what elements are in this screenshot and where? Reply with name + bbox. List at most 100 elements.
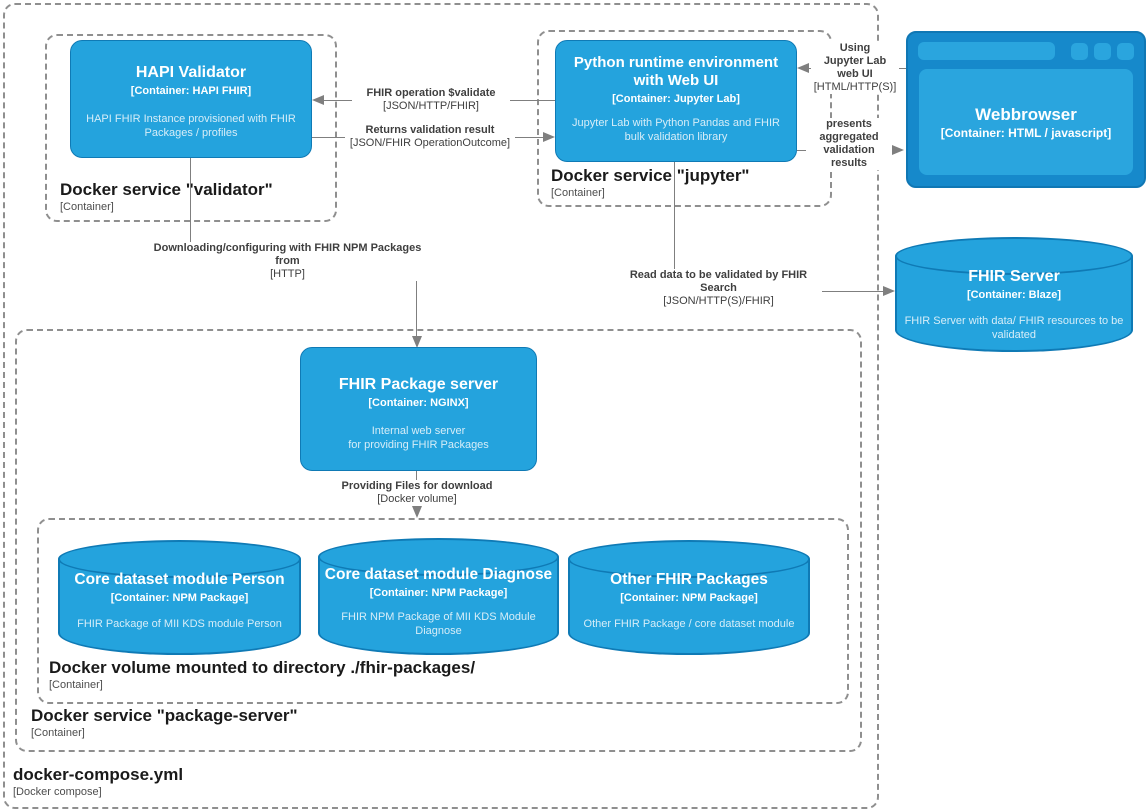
edge-label-presents: presents aggregated validation results — [806, 118, 892, 170]
edge-label-returns: Returns validation result [JSON/FHIR Ope… — [345, 124, 515, 150]
edge-read-protocol: [JSON/HTTP(S)/FHIR] — [663, 295, 774, 307]
edge-using-text-2: Jupyter Lab — [823, 55, 887, 67]
node-python-description: Jupyter Lab with Python Pandas and FHIR … — [572, 117, 780, 143]
edge-providing-protocol: [Docker volume] — [377, 493, 457, 505]
node-core-dataset-person: Core dataset module Person [Container: N… — [58, 540, 301, 655]
node-person-description: FHIR Package of MII KDS module Person — [77, 618, 282, 630]
group-docker-compose-subtitle: [Docker compose] — [13, 786, 102, 798]
group-jupyter-title: Docker service "jupyter" — [551, 166, 750, 185]
cylinder-top — [58, 540, 301, 578]
node-package-server-description: Internal web server for providing FHIR P… — [348, 425, 489, 451]
node-other-fhir-packages: Other FHIR Packages [Container: NPM Pack… — [568, 540, 810, 655]
node-other-description: Other FHIR Package / core dataset module — [583, 618, 795, 630]
edge-validate-protocol: [JSON/HTTP/FHIR] — [383, 100, 479, 112]
edge-label-using: Using Jupyter Lab web UI [HTML/HTTP(S)] — [811, 42, 899, 94]
edge-download-protocol: [HTTP] — [270, 268, 305, 280]
edge-returns-protocol: [JSON/FHIR OperationOutcome] — [349, 137, 511, 149]
group-validator-service: Docker service "validator" [Container] — [45, 34, 337, 222]
node-fhir-server-text: FHIR Server [Container: Blaze] FHIR Serv… — [899, 267, 1129, 342]
edge-presents-text-3: validation — [823, 144, 875, 156]
node-webbrowser-title: Webbrowser — [975, 104, 1077, 124]
node-diagnose-title: Core dataset module Diagnose — [324, 566, 553, 583]
cylinder-top — [318, 538, 559, 576]
node-fhir-server-description: FHIR Server with data/ FHIR resources to… — [904, 315, 1124, 341]
edge-using-arrowhead-icon — [797, 63, 809, 73]
group-docker-compose-title: docker-compose.yml — [13, 765, 184, 784]
node-hapi-subtitle: [Container: HAPI FHIR] — [130, 85, 252, 97]
group-jupyter-service: Docker service "jupyter" [Container] — [537, 30, 832, 207]
node-person-title: Core dataset module Person — [74, 571, 285, 588]
edge-read-text: Read data to be validated by FHIR Search — [629, 269, 808, 294]
browser-button-icon — [1094, 42, 1111, 60]
edge-presents-text-4: results — [830, 157, 868, 169]
group-validator-label: Docker service "validator" [Container] — [60, 180, 273, 214]
node-python-subtitle: [Container: Jupyter Lab] — [612, 93, 740, 105]
edge-returns-text: Returns validation result — [365, 124, 495, 136]
browser-content: Webbrowser [Container: HTML / javascript… — [919, 69, 1133, 175]
node-hapi-description: HAPI FHIR Instance provisioned with FHIR… — [86, 113, 296, 139]
node-hapi-validator: HAPI Validator [Container: HAPI FHIR] HA… — [70, 40, 312, 158]
edge-presents-arrowhead-icon — [892, 145, 904, 155]
node-package-server-title: FHIR Package server — [338, 376, 499, 393]
edge-providing-arrowhead-icon — [412, 506, 422, 518]
group-jupyter-label: Docker service "jupyter" [Container] — [551, 166, 750, 200]
cylinder-body — [895, 256, 1133, 352]
edge-presents-text-2: aggregated — [819, 131, 879, 143]
edge-providing-text: Providing Files for download — [341, 480, 493, 492]
group-docker-volume-label: Docker volume mounted to directory ./fhi… — [49, 658, 475, 692]
group-package-server-label: Docker service "package-server" [Contain… — [31, 706, 298, 740]
node-fhir-package-server: FHIR Package server [Container: NGINX] I… — [300, 347, 537, 471]
group-docker-compose: docker-compose.yml [Docker compose] — [3, 3, 879, 809]
node-person-subtitle: [Container: NPM Package] — [110, 592, 249, 604]
edge-download-arrowhead-icon — [412, 336, 422, 348]
node-package-server-subtitle: [Container: NGINX] — [368, 397, 469, 409]
node-other-title: Other FHIR Packages — [610, 571, 768, 588]
edge-download-line-1 — [190, 158, 191, 255]
edge-using-text-3: web UI — [837, 68, 873, 80]
cylinder-top — [895, 237, 1133, 275]
group-docker-volume-title: Docker volume mounted to directory ./fhi… — [49, 658, 476, 677]
edge-using-protocol: [HTML/HTTP(S)] — [813, 81, 897, 93]
edge-download-text: Downloading/configuring with FHIR NPM Pa… — [153, 242, 422, 267]
node-webbrowser: Webbrowser [Container: HTML / javascript… — [906, 31, 1146, 188]
edge-label-download: Downloading/configuring with FHIR NPM Pa… — [150, 242, 425, 281]
node-diagnose-subtitle: [Container: NPM Package] — [369, 587, 508, 599]
node-fhir-server-title: FHIR Server — [968, 268, 1060, 285]
edge-returns-arrowhead-icon — [543, 132, 555, 142]
node-hapi-title: HAPI Validator — [135, 64, 247, 81]
edge-label-validate: FHIR operation $validate [JSON/HTTP/FHIR… — [352, 87, 510, 113]
node-fhir-server-subtitle: [Container: Blaze] — [966, 289, 1062, 301]
node-other-text: Other FHIR Packages [Container: NPM Pack… — [572, 570, 806, 631]
cylinder-top — [568, 540, 810, 578]
group-package-server-subtitle: [Container] — [31, 727, 85, 739]
group-package-server-title: Docker service "package-server" — [31, 706, 298, 725]
node-other-subtitle: [Container: NPM Package] — [620, 592, 758, 604]
edge-read-line-1 — [674, 162, 675, 292]
group-docker-volume-subtitle: [Container] — [49, 679, 103, 691]
browser-button-icon — [1071, 42, 1088, 60]
browser-titlebar — [918, 40, 1134, 62]
edge-validate-text: FHIR operation $validate — [366, 87, 496, 99]
group-validator-title: Docker service "validator" — [60, 180, 273, 199]
node-webbrowser-subtitle: [Container: HTML / javascript] — [940, 125, 1112, 140]
node-fhir-server: FHIR Server [Container: Blaze] FHIR Serv… — [895, 237, 1133, 352]
edge-download-line-3 — [416, 255, 417, 337]
group-package-server-service: Docker service "package-server" [Contain… — [15, 329, 862, 752]
edge-validate-arrowhead-icon — [312, 95, 324, 105]
edge-label-providing: Providing Files for download [Docker vol… — [330, 480, 504, 506]
node-python-title: Python runtime environment with Web UI — [573, 54, 779, 89]
group-docker-volume: Docker volume mounted to directory ./fhi… — [37, 518, 849, 704]
edge-presents-text-1: presents — [826, 118, 872, 130]
edge-using-text-1: Using — [839, 42, 871, 54]
node-core-dataset-diagnose: Core dataset module Diagnose [Container:… — [318, 538, 559, 655]
edge-label-read: Read data to be validated by FHIR Search… — [615, 269, 822, 308]
group-jupyter-subtitle: [Container] — [551, 187, 605, 199]
node-person-text: Core dataset module Person [Container: N… — [62, 570, 297, 631]
group-validator-subtitle: [Container] — [60, 201, 114, 213]
browser-button-icon — [1117, 42, 1134, 60]
node-diagnose-text: Core dataset module Diagnose [Container:… — [322, 565, 555, 638]
node-diagnose-description: FHIR NPM Package of MII KDS Module Diagn… — [341, 611, 536, 637]
node-python-runtime: Python runtime environment with Web UI [… — [555, 40, 797, 162]
group-docker-compose-label: docker-compose.yml [Docker compose] — [13, 765, 183, 799]
